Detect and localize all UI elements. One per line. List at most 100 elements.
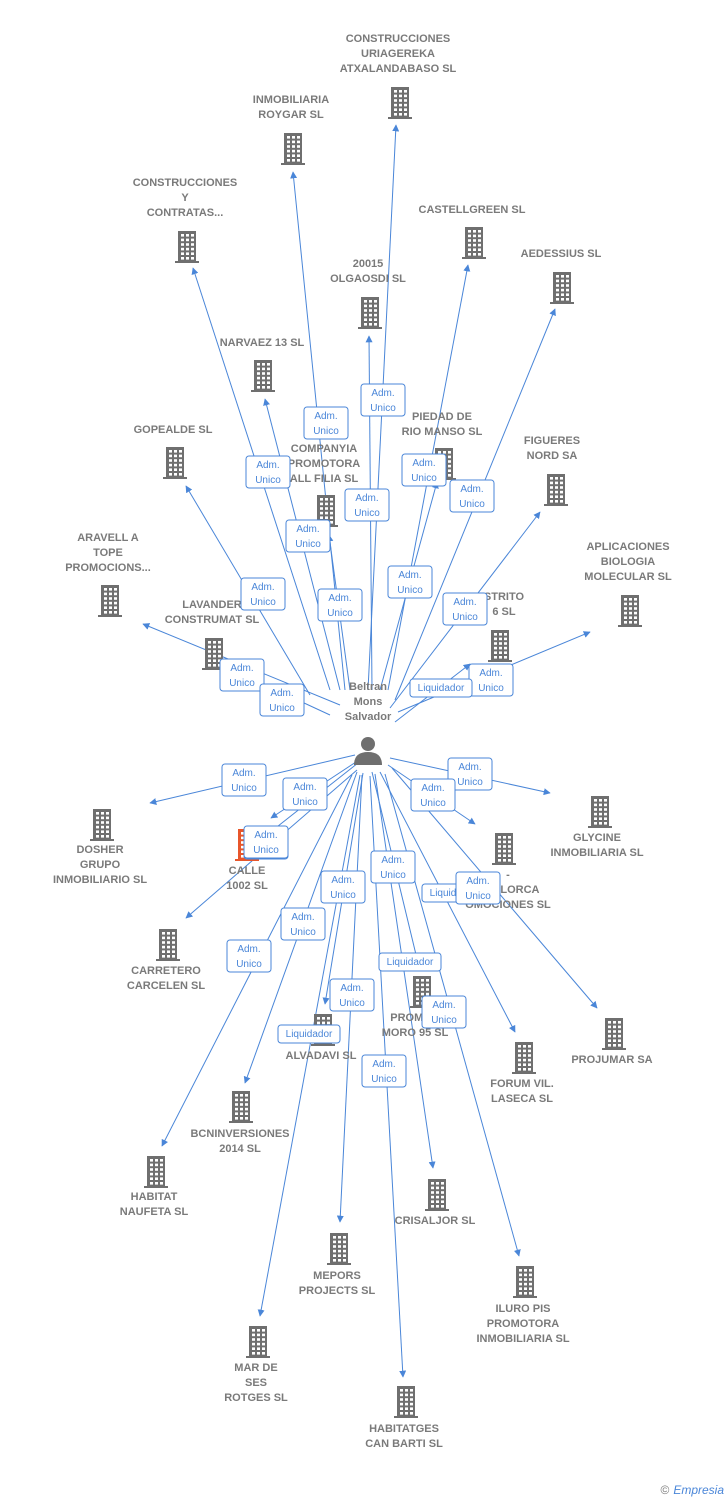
role-label-box [259,683,305,717]
role-label[interactable]: Adm.Unico [259,683,305,717]
role-label[interactable]: Adm.Unico [468,663,514,697]
role-label-text: Adm. [421,783,444,794]
company-label: INMOBILIARIA [253,94,329,106]
role-label[interactable]: Adm.Unico [447,757,493,791]
role-label[interactable]: Adm.Unico [320,870,366,904]
role-label[interactable]: Liquidador [277,1024,341,1044]
role-label-text: Unico [229,678,255,689]
role-label[interactable]: Adm.Unico [361,1054,407,1088]
company-label: HABITATGES [369,1423,439,1435]
role-label-box [219,658,265,692]
company-node[interactable]: NARVAEZ 13 SL [220,337,305,392]
role-label[interactable]: Adm.Unico [243,825,289,859]
role-label[interactable]: Adm.Unico [280,907,326,941]
role-label[interactable]: Liquidador [378,952,442,972]
role-label[interactable]: Adm.Unico [442,592,488,626]
role-label-box [329,978,375,1012]
role-label[interactable]: Adm.Unico [219,658,265,692]
role-label-box [226,939,272,973]
company-node[interactable]: CRISALJOR SL [395,1179,476,1227]
role-label-text: Adm. [340,983,363,994]
company-label: CONSTRUMAT SL [165,614,260,626]
role-label-box [282,777,328,811]
company-label: Y [181,192,189,204]
company-node[interactable]: ARAVELL ATOPEPROMOCIONS... [65,532,151,617]
role-label-box [280,907,326,941]
person-label: Beltran [349,681,387,693]
copyright-symbol: © [660,1483,670,1497]
role-label-text: Adm. [412,458,435,469]
company-node[interactable]: GOPEALDE SL [134,424,213,479]
company-label: FORUM VIL. [490,1078,554,1090]
role-label-text: Unico [295,539,321,550]
role-label[interactable]: Adm. Unico [329,978,375,1012]
company-node[interactable]: AEDESSIUS SL [521,248,602,304]
role-label-text: Adm. [453,597,476,608]
role-label[interactable]: Adm.Unico [245,455,291,489]
company-label: - [506,869,510,881]
role-label-text: Unico [236,959,262,970]
role-label-text: Unico [292,797,318,808]
role-label-text: Unico [231,783,257,794]
building-icon [251,360,275,392]
role-label[interactable]: Liquidador [409,678,473,698]
person-label: Mons [354,696,383,708]
role-label[interactable]: Adm.Unico [401,453,447,487]
company-node[interactable]: CASTELLGREEN SL [419,204,526,259]
building-icon [602,1018,626,1050]
role-label[interactable]: Adm.Unico [410,778,456,812]
company-node[interactable]: FORUM VIL.LASECA SL [490,1042,554,1105]
role-label[interactable]: Adm.Unico [317,588,363,622]
role-label[interactable]: Adm.Unico [285,519,331,553]
role-label[interactable]: Adm.Unico [421,995,467,1029]
role-label[interactable]: Adm.Unico [360,383,406,417]
role-label-box [245,455,291,489]
footer-brand[interactable]: ©Empresia [660,1483,724,1497]
company-label: INMOBILIARIA SL [476,1333,569,1345]
company-label: ROYGAR SL [258,109,324,121]
role-label[interactable]: Adm.Unico [449,479,495,513]
role-label[interactable]: Adm.Unico [240,577,286,611]
role-label[interactable]: Adm.Unico [303,406,349,440]
role-label[interactable]: Adm.Unico [387,565,433,599]
role-label[interactable]: Adm.Unico [370,850,416,884]
role-label[interactable]: Adm.Unico [455,871,501,905]
company-label: GLYCINE [573,832,621,844]
role-label[interactable]: Adm.Unico [226,939,272,973]
company-label: 2014 SL [219,1143,261,1155]
building-icon [281,133,305,165]
company-node[interactable]: INMOBILIARIA ROYGAR SL [253,94,329,165]
company-label: INMOBILIARIO SL [53,874,147,886]
building-icon [425,1179,449,1211]
building-icon [462,227,486,259]
building-icon [327,1233,351,1265]
company-label: PROJECTS SL [299,1285,376,1297]
building-icon [98,585,122,617]
company-node[interactable]: CONSTRUCCIONESYCONTRATAS... [133,177,238,263]
role-label[interactable]: Adm.Unico [221,763,267,797]
role-label[interactable]: Adm.Unico [282,777,328,811]
role-label-box [449,479,495,513]
role-label-text: Unico [339,998,365,1009]
role-label[interactable]: Adm.Unico [344,488,390,522]
role-label-text: Liquidador [418,683,465,694]
company-label: NAUFETA SL [120,1206,189,1218]
company-node[interactable]: PROJUMAR SA [571,1018,653,1066]
